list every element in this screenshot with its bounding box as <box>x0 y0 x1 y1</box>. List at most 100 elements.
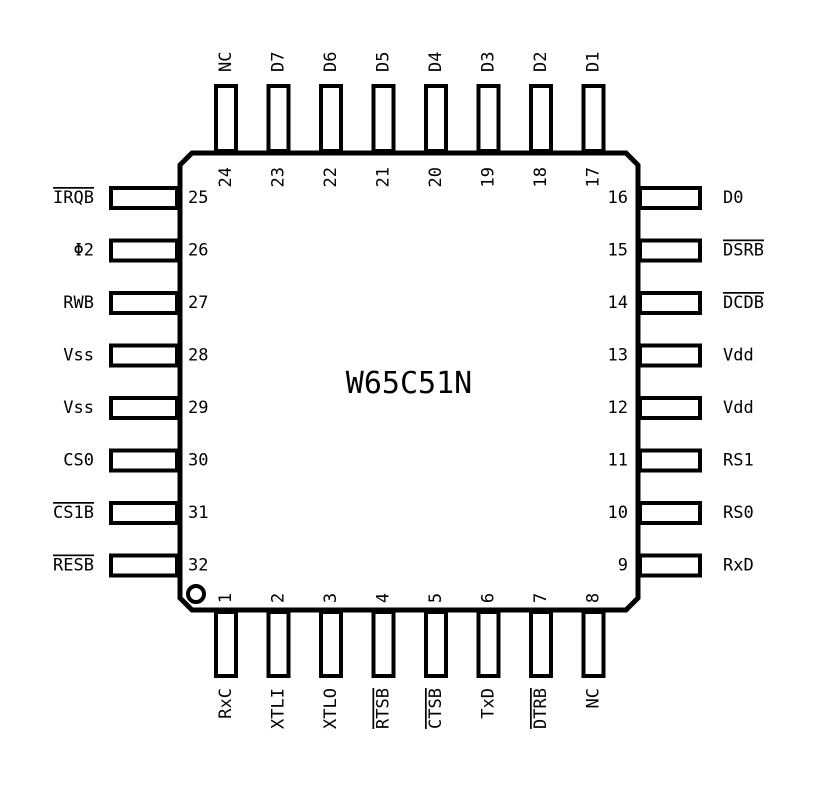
pin-32 <box>109 553 179 578</box>
pin-number-25: 25 <box>188 188 208 208</box>
pin-label-d2: D2 <box>531 52 551 72</box>
pin-29 <box>109 396 179 420</box>
pin-label-d4: D4 <box>426 52 446 72</box>
chip-body <box>177 150 641 613</box>
pin-number-16: 16 <box>608 188 628 208</box>
pin-label-d1: D1 <box>584 52 604 72</box>
pin-number-23: 23 <box>269 167 289 187</box>
pin-20 <box>424 84 448 153</box>
pin-4 <box>371 610 396 678</box>
pin-number-27: 27 <box>188 293 208 313</box>
pin-number-26: 26 <box>188 241 208 261</box>
pin-label-xtli: XTLI <box>269 688 289 729</box>
pin-5 <box>424 610 448 678</box>
pin-30 <box>109 448 179 473</box>
pin-31 <box>109 501 179 525</box>
pin-number-6: 6 <box>479 593 499 603</box>
pin-number-10: 10 <box>608 503 628 523</box>
pin-14 <box>638 291 702 315</box>
pin-number-24: 24 <box>216 167 236 187</box>
pin-number-17: 17 <box>584 167 604 187</box>
pin-9 <box>638 553 702 578</box>
pin-label-rxd: RxD <box>723 556 754 576</box>
pin-15 <box>638 238 702 263</box>
pin-label-d6: D6 <box>321 52 341 72</box>
pin-label-vdd: Vdd <box>723 346 754 366</box>
pin-label-dcdb: DCDB <box>723 293 764 313</box>
pin-label-nc: NC <box>584 688 604 708</box>
pin-label-vdd: Vdd <box>723 398 754 418</box>
pin-number-32: 32 <box>188 556 208 576</box>
pin-label-xtlo: XTLO <box>321 688 341 729</box>
pin-17 <box>581 84 606 153</box>
pin-1 <box>214 610 238 678</box>
pin-23 <box>266 84 291 153</box>
pin-2 <box>266 610 291 678</box>
pin-label-resb: RESB <box>53 556 94 576</box>
pin-12 <box>638 396 702 420</box>
pin-number-22: 22 <box>321 167 341 187</box>
pin-number-18: 18 <box>531 167 551 187</box>
pin-25 <box>109 186 179 210</box>
pin-number-12: 12 <box>608 398 628 418</box>
pin-label-rxc: RxC <box>216 688 236 719</box>
chip-name: W65C51N <box>346 366 472 401</box>
pin-number-7: 7 <box>531 593 551 603</box>
pin-number-9: 9 <box>618 556 628 576</box>
pin-number-31: 31 <box>188 503 208 523</box>
pin-label-rs0: RS0 <box>723 503 754 523</box>
pin-10 <box>638 501 702 525</box>
pin-label-cs0: CS0 <box>63 451 94 471</box>
pin-18 <box>529 84 553 153</box>
pin-6 <box>476 610 501 678</box>
pin-number-1: 1 <box>216 593 236 603</box>
pin-number-3: 3 <box>321 593 341 603</box>
pin-label-d7: D7 <box>269 52 289 72</box>
pin-label-rs1: RS1 <box>723 451 754 471</box>
pin-label-nc: NC <box>216 52 236 72</box>
pin-label-irqb: IRQB <box>53 188 94 208</box>
pin-21 <box>371 84 396 153</box>
pin-26 <box>109 238 179 263</box>
pin-3 <box>319 610 343 678</box>
pin-number-5: 5 <box>426 593 446 603</box>
pin-19 <box>476 84 501 153</box>
pin-28 <box>109 343 179 368</box>
pin-label-txd: TxD <box>479 688 499 719</box>
pin-label-d5: D5 <box>374 52 394 72</box>
pin-label-rtsb: RTSB <box>374 688 394 729</box>
pin-number-20: 20 <box>426 167 446 187</box>
pin-number-30: 30 <box>188 451 208 471</box>
pin-label-vss: Vss <box>63 346 94 366</box>
pin-number-19: 19 <box>479 167 499 187</box>
pin-number-14: 14 <box>608 293 628 313</box>
pin-number-28: 28 <box>188 346 208 366</box>
pin-label-dsrb: DSRB <box>723 241 764 261</box>
pin-label-d0: D0 <box>723 188 743 208</box>
pin-number-13: 13 <box>608 346 628 366</box>
pin-label-vss: Vss <box>63 398 94 418</box>
pin-label-cs1b: CS1B <box>53 503 94 523</box>
pin-number-15: 15 <box>608 241 628 261</box>
pin-label-ctsb: CTSB <box>426 688 446 729</box>
pin-number-8: 8 <box>584 593 604 603</box>
pin-16 <box>638 186 702 210</box>
pin-1-dot <box>186 584 206 604</box>
pin-27 <box>109 291 179 315</box>
pin-13 <box>638 343 702 368</box>
pin-number-4: 4 <box>374 593 394 603</box>
pin-7 <box>529 610 553 678</box>
pin-number-21: 21 <box>374 167 394 187</box>
pin-number-29: 29 <box>188 398 208 418</box>
pin-22 <box>319 84 343 153</box>
pin-label-d3: D3 <box>479 52 499 72</box>
pin-8 <box>581 610 606 678</box>
pin-label-dtrb: DTRB <box>531 688 551 729</box>
pin-number-11: 11 <box>608 451 628 471</box>
pin-number-2: 2 <box>269 593 289 603</box>
pin-label-2: Φ2 <box>74 241 94 261</box>
pins-layer <box>109 84 702 678</box>
pin-11 <box>638 448 702 473</box>
